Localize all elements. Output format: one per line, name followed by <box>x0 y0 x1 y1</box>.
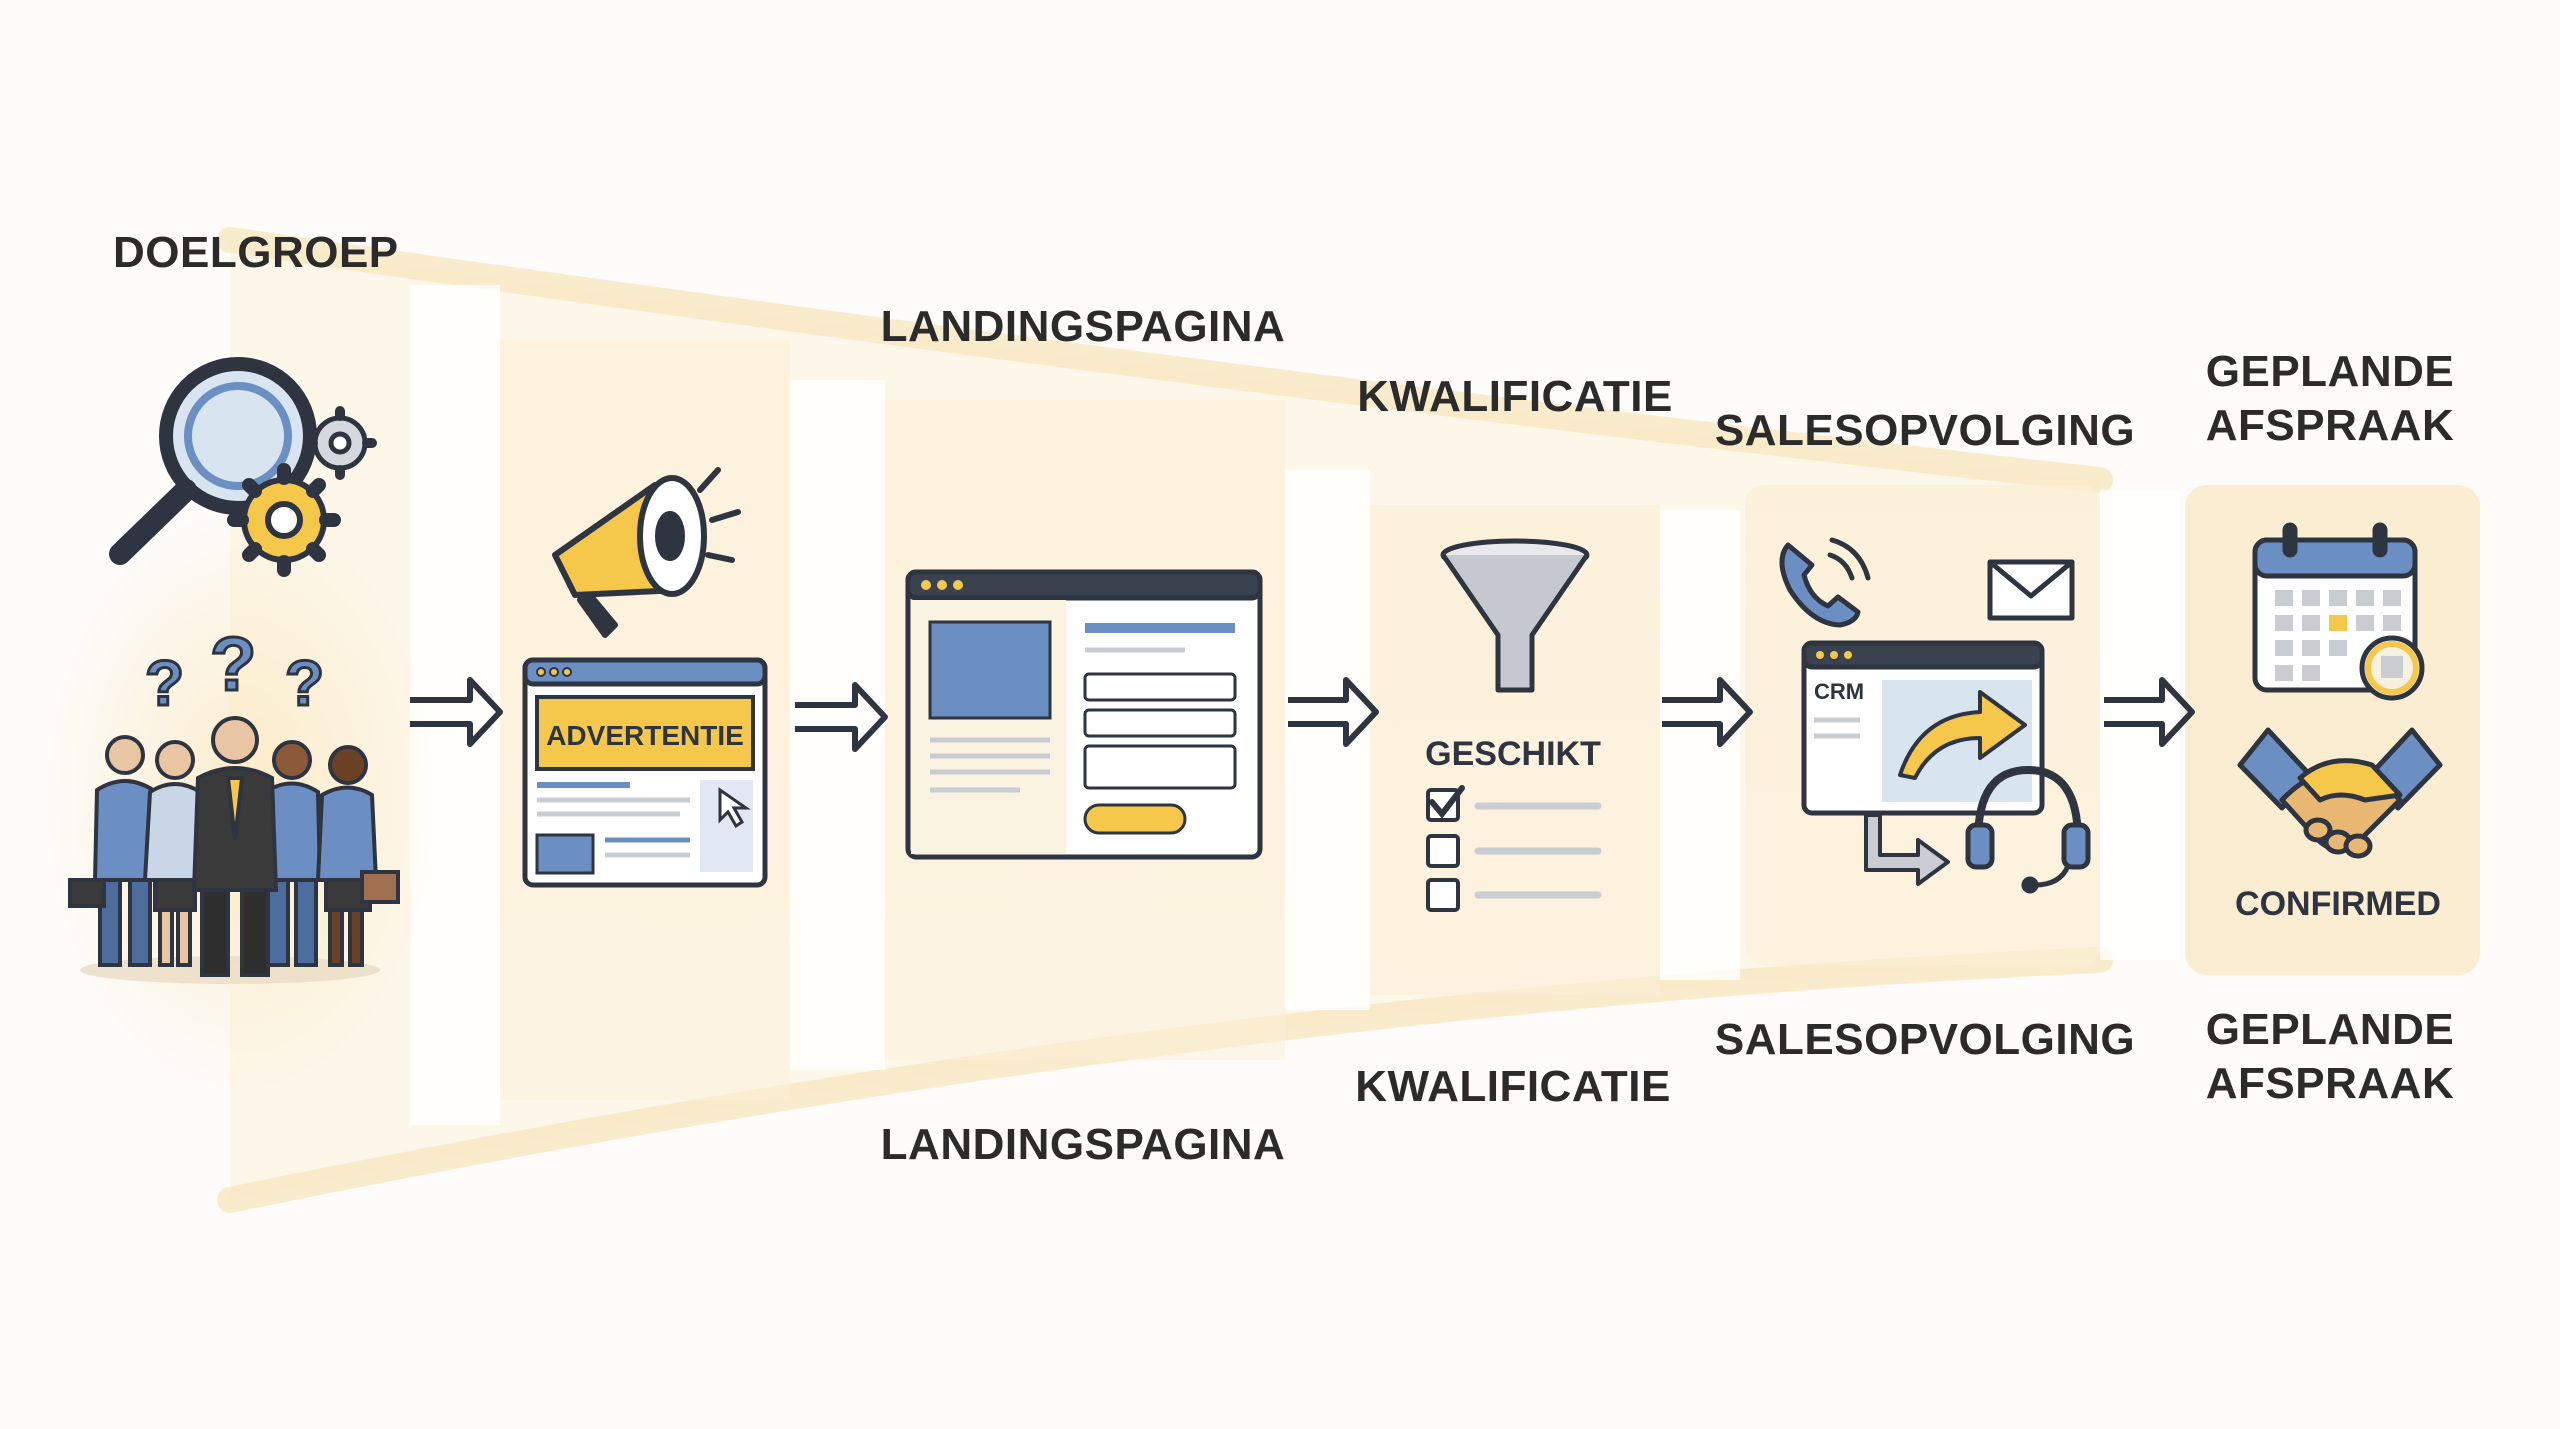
stage-label-doelgroep: DOELGROEP <box>113 228 399 277</box>
crm-label: CRM <box>1814 679 1864 704</box>
funnel-background <box>40 227 2480 1213</box>
confirmed-label: CONFIRMED <box>2235 885 2441 923</box>
funnel-icon <box>1440 538 1590 693</box>
crm-browser-window: CRM <box>1801 640 2045 816</box>
forward-arrow-icon <box>1864 813 1950 886</box>
arrow-right-icon <box>795 682 888 752</box>
checklist <box>1426 785 1465 912</box>
magnifier-icon <box>109 357 317 565</box>
small-gear-icon <box>303 406 377 480</box>
stage-label-salesopvolging-bottom: SALESOPVOLGING <box>1714 1015 2136 1064</box>
advertisement-browser-window: ADVERTENTIE <box>522 657 768 888</box>
curved-arrow-icon <box>1898 690 2027 780</box>
arrow-right-icon <box>1288 677 1379 747</box>
stage-label-geplande-afspraak-top: GEPLANDE AFSPRAAK <box>2206 345 2454 453</box>
stage-label-line: AFSPRAAK <box>2205 1059 2455 1108</box>
arrow-right-icon <box>410 677 503 747</box>
phone-icon <box>1779 537 1871 628</box>
stage-label-line: AFSPRAAK <box>2205 401 2455 450</box>
cursor-icon <box>718 787 751 829</box>
advertisement-label: ADVERTENTIE <box>546 720 744 751</box>
landing-page-browser-window <box>905 569 1263 860</box>
stage-label-line: GEPLANDE <box>2205 1005 2455 1054</box>
stage-label-kwalificatie-bottom: KWALIFICATIE <box>1355 1062 1671 1111</box>
calendar-icon <box>2252 522 2425 701</box>
stage-label-geplande-afspraak-bottom: GEPLANDE AFSPRAAK <box>2206 1003 2454 1111</box>
envelope-icon <box>1987 559 2075 621</box>
stage-label-kwalificatie-top: KWALIFICATIE <box>1357 372 1673 421</box>
stage-label-landingspagina-bottom: LANDINGSPAGINA <box>880 1120 1286 1169</box>
svg-text:?: ? <box>145 647 184 719</box>
gear-icon <box>227 463 341 577</box>
people-group-icon <box>68 716 400 984</box>
arrow-right-icon <box>1662 677 1753 747</box>
arrow-right-icon <box>2104 677 2195 747</box>
stage-label-landingspagina-top: LANDINGSPAGINA <box>880 302 1286 351</box>
svg-text:?: ? <box>210 622 256 707</box>
checkmark-icon <box>1429 785 1465 819</box>
stage-label-line: GEPLANDE <box>2205 347 2455 396</box>
svg-text:?: ? <box>285 647 324 719</box>
suitable-label: GESCHIKT <box>1425 735 1601 773</box>
megaphone-icon <box>552 467 741 638</box>
stage-label-salesopvolging-top: SALESOPVOLGING <box>1714 406 2136 455</box>
headset-icon <box>1965 765 2091 894</box>
handshake-icon <box>2237 727 2443 859</box>
question-mark-icon: ? ? ? <box>144 621 326 721</box>
